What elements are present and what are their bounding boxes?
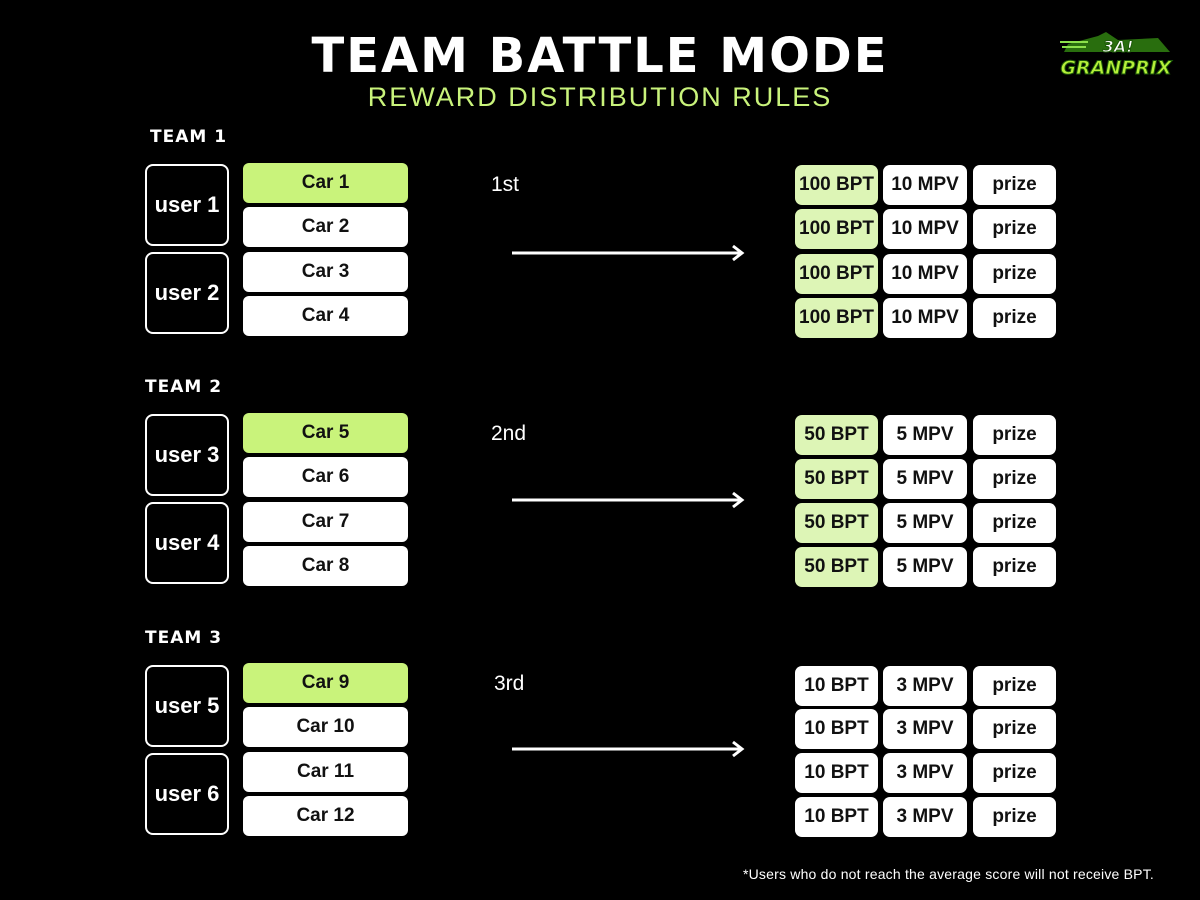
team-2-section: TEAM 2 user 3 user 4 Car 5 Car 6 Car 7 C… [0, 0, 1200, 587]
prize-cell: prize [973, 709, 1056, 749]
user-box: user 4 [145, 502, 229, 584]
car-box: Car 8 [243, 546, 408, 586]
prize-cell: prize [973, 165, 1056, 205]
mpv-reward-cell: 10 MPV [883, 254, 967, 294]
team-label: TEAM 1 [150, 127, 228, 147]
team-label: TEAM 2 [145, 377, 223, 397]
bpt-reward-cell: 100 BPT [795, 165, 878, 205]
mpv-reward-cell: 5 MPV [883, 547, 967, 587]
car-box: Car 9 [243, 663, 408, 703]
right-arrow-icon [512, 740, 745, 758]
right-arrow-icon [512, 244, 745, 262]
prize-cell: prize [973, 753, 1056, 793]
mpv-reward-cell: 3 MPV [883, 797, 967, 837]
user-box: user 5 [145, 665, 229, 747]
team-3-section: TEAM 3 user 5 user 6 Car 9 Car 10 Car 11… [0, 0, 1200, 837]
bpt-reward-cell: 100 BPT [795, 298, 878, 338]
footnote: *Users who do not reach the average scor… [742, 866, 1154, 882]
place-label: 1st [491, 173, 520, 196]
bpt-reward-cell: 50 BPT [795, 459, 878, 499]
logo-text: GRANPRIX [1060, 57, 1172, 79]
logo-badge-text: 3A! [1103, 37, 1134, 56]
place-label: 2nd [491, 422, 527, 445]
page-title: TEAM BATTLE MODE [311, 28, 889, 84]
mpv-reward-cell: 10 MPV [883, 165, 967, 205]
bpt-reward-cell: 100 BPT [795, 254, 878, 294]
team-1-section: TEAM 1 user 1 user 2 Car 1 Car 2 Car 3 C… [0, 0, 1200, 338]
prize-cell: prize [973, 254, 1056, 294]
bpt-reward-cell: 50 BPT [795, 503, 878, 543]
bpt-reward-cell: 50 BPT [795, 415, 878, 455]
mpv-reward-cell: 10 MPV [883, 298, 967, 338]
prize-cell: prize [973, 459, 1056, 499]
car-box: Car 6 [243, 457, 408, 497]
mpv-reward-cell: 3 MPV [883, 666, 967, 706]
car-box: Car 2 [243, 207, 408, 247]
place-label: 3rd [494, 672, 525, 695]
mpv-reward-cell: 3 MPV [883, 753, 967, 793]
granprix-logo: 3A! GRANPRIX [1060, 32, 1173, 80]
car-box: Car 3 [243, 252, 408, 292]
bpt-reward-cell: 10 BPT [795, 753, 878, 793]
team-label: TEAM 3 [145, 628, 223, 648]
user-box: user 3 [145, 414, 229, 496]
prize-cell: prize [973, 547, 1056, 587]
bpt-reward-cell: 10 BPT [795, 797, 878, 837]
user-box: user 6 [145, 753, 229, 835]
car-box: Car 10 [243, 707, 408, 747]
prize-cell: prize [973, 666, 1056, 706]
prize-cell: prize [973, 503, 1056, 543]
user-box: user 2 [145, 252, 229, 334]
car-box: Car 11 [243, 752, 408, 792]
prize-cell: prize [973, 797, 1056, 837]
page-subtitle: REWARD DISTRIBUTION RULES [367, 82, 833, 112]
bpt-reward-cell: 100 BPT [795, 209, 878, 249]
car-box: Car 5 [243, 413, 408, 453]
bpt-reward-cell: 50 BPT [795, 547, 878, 587]
right-arrow-icon [512, 491, 745, 509]
car-box: Car 1 [243, 163, 408, 203]
prize-cell: prize [973, 415, 1056, 455]
mpv-reward-cell: 5 MPV [883, 503, 967, 543]
mpv-reward-cell: 10 MPV [883, 209, 967, 249]
mpv-reward-cell: 3 MPV [883, 709, 967, 749]
mpv-reward-cell: 5 MPV [883, 459, 967, 499]
bpt-reward-cell: 10 BPT [795, 709, 878, 749]
car-box: Car 7 [243, 502, 408, 542]
mpv-reward-cell: 5 MPV [883, 415, 967, 455]
prize-cell: prize [973, 298, 1056, 338]
car-box: Car 4 [243, 296, 408, 336]
user-box: user 1 [145, 164, 229, 246]
car-box: Car 12 [243, 796, 408, 836]
prize-cell: prize [973, 209, 1056, 249]
bpt-reward-cell: 10 BPT [795, 666, 878, 706]
